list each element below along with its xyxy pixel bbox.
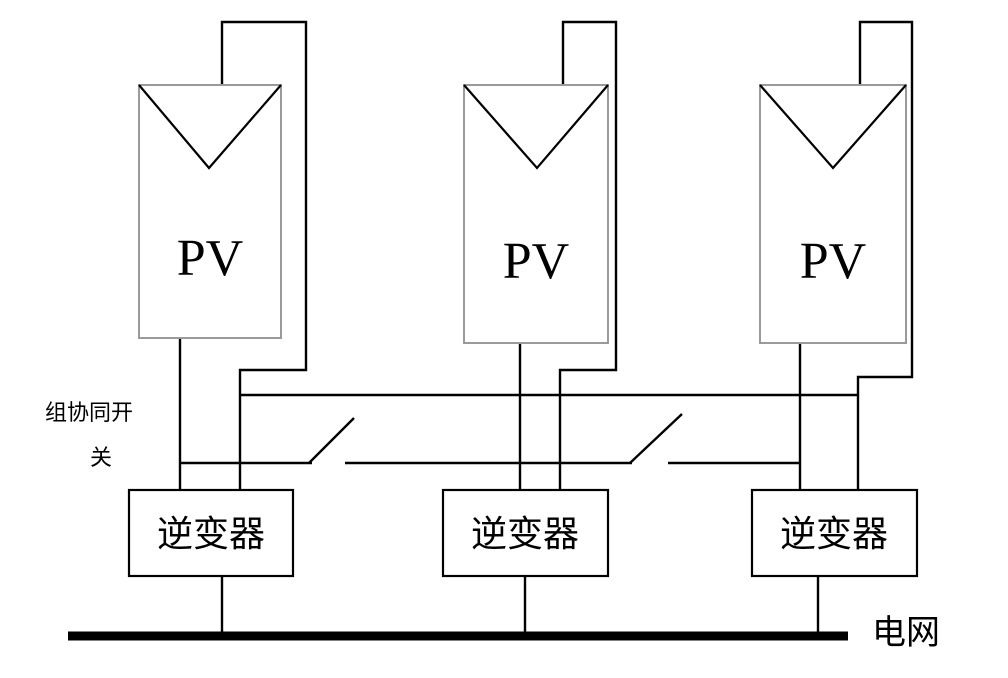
pv1-return-wire	[220, 20, 308, 490]
grid-label: 电网	[872, 613, 940, 653]
pv-panel-2-triangle	[463, 84, 609, 170]
pv-panel-3-triangle	[759, 84, 907, 170]
inverter-box-3	[750, 488, 919, 578]
pv-panel-1-triangle	[138, 84, 282, 170]
pv2-return-wire	[558, 20, 618, 490]
inverter-label-3: 逆变器	[780, 514, 888, 555]
inverter-box-1	[127, 488, 295, 578]
switch-label-line1: 组协同开	[45, 401, 133, 426]
inverter-label-1: 逆变器	[157, 514, 265, 555]
group-switch-2	[629, 413, 683, 464]
pv-label-3: PV	[800, 233, 866, 290]
pv-label-2: PV	[503, 233, 569, 290]
group-switch-1	[308, 417, 355, 464]
switch-label-line2: 关	[90, 446, 112, 471]
inverter-label-2: 逆变器	[471, 514, 579, 555]
pv-panel-3	[759, 84, 907, 344]
pv-panel-1	[138, 84, 282, 339]
pv-label-1: PV	[177, 230, 243, 287]
pv-panel-2	[463, 84, 609, 344]
